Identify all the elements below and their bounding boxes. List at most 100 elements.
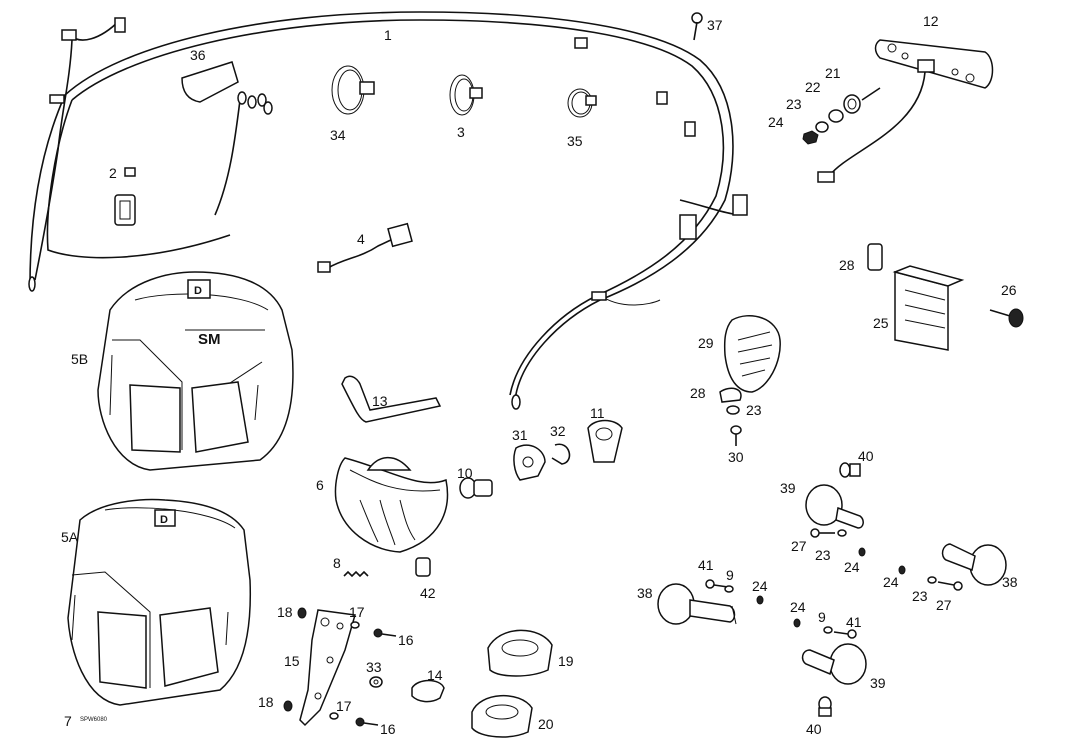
clip-part-32 bbox=[551, 443, 571, 465]
clip-part-28b bbox=[719, 387, 742, 403]
label-18a: 18 bbox=[277, 604, 293, 620]
label-5a: 5A bbox=[61, 529, 79, 545]
screw-part-37 bbox=[691, 12, 703, 41]
label-34: 34 bbox=[330, 127, 346, 143]
label-12: 12 bbox=[923, 13, 939, 29]
part-labels: 1 2 3 4 5A 5B 6 7 8 9 9 10 11 12 13 14 1… bbox=[61, 13, 1018, 737]
label-28b: 28 bbox=[690, 385, 706, 401]
label-9b: 9 bbox=[818, 609, 826, 625]
bulb-part-40-top bbox=[839, 462, 861, 478]
label-16b: 16 bbox=[380, 721, 396, 737]
nut-part-24c bbox=[898, 565, 906, 575]
headlamp-logo: SM bbox=[198, 331, 221, 348]
indicator-part-39-bottom bbox=[801, 643, 867, 685]
regulator-part-25 bbox=[892, 265, 965, 351]
screw-part-41-left bbox=[705, 579, 729, 589]
nut-part-18-top bbox=[297, 607, 307, 619]
label-18b: 18 bbox=[258, 694, 274, 710]
label-8: 8 bbox=[333, 555, 341, 571]
label-10: 10 bbox=[457, 465, 473, 481]
label-32: 32 bbox=[550, 423, 566, 439]
wiring-harness bbox=[28, 11, 748, 410]
screw-part-27-top bbox=[810, 528, 835, 538]
label-40b: 40 bbox=[806, 721, 822, 737]
switch-part-19 bbox=[487, 629, 553, 677]
screw-part-41-bottom bbox=[833, 629, 857, 639]
bush-part-22 bbox=[828, 109, 844, 123]
label-40a: 40 bbox=[858, 448, 874, 464]
label-17b: 17 bbox=[336, 698, 352, 714]
screw-part-27-right bbox=[937, 581, 963, 591]
headlamp-unit-part-6 bbox=[334, 456, 449, 553]
washer-part-23b bbox=[726, 405, 740, 415]
spring-part-8 bbox=[343, 570, 369, 578]
label-23b: 23 bbox=[746, 402, 762, 418]
screw-part-26 bbox=[989, 308, 1024, 328]
washer-part-9-left bbox=[724, 585, 734, 593]
label-35: 35 bbox=[567, 133, 583, 149]
spacer-part-33 bbox=[369, 676, 383, 688]
washer-part-9-bottom bbox=[823, 626, 833, 634]
label-14: 14 bbox=[427, 667, 443, 683]
label-13: 13 bbox=[372, 393, 388, 409]
label-31: 31 bbox=[512, 427, 528, 443]
plate-light-part-12 bbox=[817, 39, 994, 183]
label-33: 33 bbox=[366, 659, 382, 675]
label-7: 7 bbox=[64, 713, 72, 729]
nut-part-24b bbox=[858, 547, 866, 557]
label-28a: 28 bbox=[839, 257, 855, 273]
indicator-part-38-left bbox=[657, 583, 737, 625]
label-25: 25 bbox=[873, 315, 889, 331]
label-2: 2 bbox=[109, 165, 117, 181]
label-24e: 24 bbox=[790, 599, 806, 615]
label-24b: 24 bbox=[844, 559, 860, 575]
label-38b: 38 bbox=[1002, 574, 1018, 590]
indicator-part-38-right bbox=[941, 543, 1007, 586]
label-27b: 27 bbox=[936, 597, 952, 613]
sensor-cable-part-4 bbox=[317, 222, 413, 273]
nut-part-18-bottom bbox=[283, 700, 293, 712]
label-38a: 38 bbox=[637, 585, 653, 601]
label-27a: 27 bbox=[791, 538, 807, 554]
headlamp-fairing-5b bbox=[97, 271, 294, 471]
washer-part-23c bbox=[837, 529, 847, 537]
headlamp-fairing-5a bbox=[67, 498, 252, 706]
label-5b: 5B bbox=[71, 351, 88, 367]
label-36: 36 bbox=[190, 47, 206, 63]
label-29: 29 bbox=[698, 335, 714, 351]
label-23a: 23 bbox=[786, 96, 802, 112]
label-23c: 23 bbox=[815, 547, 831, 563]
washer-part-23 bbox=[815, 121, 829, 133]
label-4: 4 bbox=[357, 231, 365, 247]
label-17a: 17 bbox=[349, 604, 365, 620]
label-21: 21 bbox=[825, 65, 841, 81]
label-20: 20 bbox=[538, 716, 554, 732]
grommet-part-21 bbox=[843, 87, 881, 114]
clip-part-28 bbox=[867, 243, 883, 271]
label-26: 26 bbox=[1001, 282, 1017, 298]
cable-clamp-part-34 bbox=[331, 65, 375, 115]
label-24c: 24 bbox=[883, 574, 899, 590]
screw-part-16-bottom bbox=[355, 717, 379, 727]
nut-part-24d bbox=[756, 595, 764, 605]
bulb-part-40-bottom bbox=[818, 696, 832, 717]
label-3: 3 bbox=[457, 124, 465, 140]
screw-part-30 bbox=[730, 425, 742, 446]
headlamp-badge-5a: D bbox=[160, 514, 168, 526]
hex-key-part-13 bbox=[341, 375, 442, 423]
indicator-part-39-top bbox=[805, 484, 864, 529]
bulb-part-10 bbox=[459, 477, 493, 499]
label-39b: 39 bbox=[870, 675, 886, 691]
rubber-holder-part-11 bbox=[587, 419, 623, 463]
cover-part-29 bbox=[723, 315, 781, 393]
label-37: 37 bbox=[707, 17, 723, 33]
nut-part-24e bbox=[793, 618, 801, 628]
stamp-part-7: SPW6080 bbox=[80, 717, 108, 723]
label-1: 1 bbox=[384, 27, 392, 43]
label-23d: 23 bbox=[912, 588, 928, 604]
nut-part-24 bbox=[802, 130, 819, 145]
label-41b: 41 bbox=[846, 614, 862, 630]
label-15: 15 bbox=[284, 653, 300, 669]
rubber-part-14 bbox=[411, 679, 445, 703]
label-9a: 9 bbox=[726, 567, 734, 583]
